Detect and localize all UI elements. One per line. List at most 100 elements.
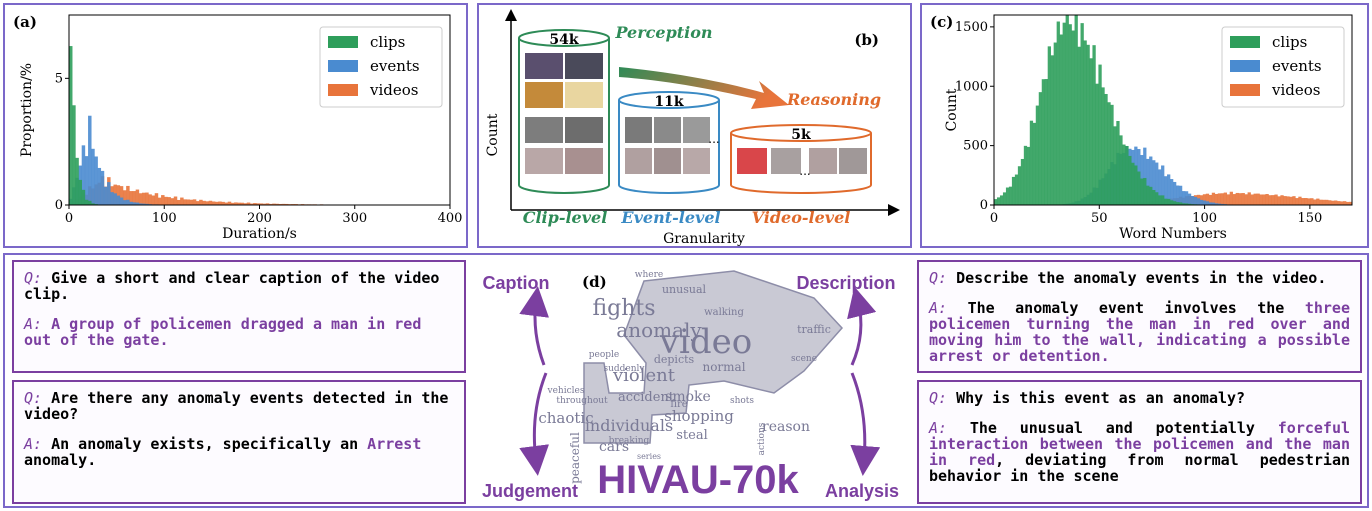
- videos-bar: [1223, 192, 1227, 205]
- clips-bar: [1083, 40, 1087, 205]
- events-bar: [1178, 185, 1183, 205]
- events-bar: [84, 156, 89, 205]
- videos-bar: [186, 199, 190, 205]
- clips-bar: [1125, 145, 1129, 205]
- videos-bar: [208, 200, 213, 205]
- videos-bar: [1292, 196, 1296, 205]
- videos-bar: [278, 203, 283, 205]
- clips-bar: [1175, 202, 1180, 205]
- clips-bar: [1059, 34, 1063, 206]
- videos-bar: [189, 199, 194, 205]
- videos-bar: [1349, 201, 1353, 205]
- clips-legend-swatch: [1230, 36, 1260, 48]
- events-bar: [88, 115, 92, 205]
- analysis-answer-pre: The unusual and potentially: [969, 419, 1255, 437]
- events-bar: [1211, 202, 1216, 205]
- judgement-answer-pre: An anomaly exists, specifically an: [51, 435, 359, 453]
- events-legend-swatch: [1230, 60, 1260, 72]
- y-axis-label: Count: [944, 88, 960, 131]
- videos-bar: [176, 199, 181, 205]
- videos-bar: [243, 203, 248, 205]
- x-tick-label: 100: [1192, 211, 1217, 226]
- videos-bar: [1298, 196, 1302, 205]
- analysis-question: Why is this event as an anomaly?: [956, 389, 1246, 407]
- clips-bar: [1119, 135, 1123, 205]
- events-bar: [1220, 203, 1225, 205]
- events-bar: [100, 170, 105, 205]
- panel-b-tag: (b): [854, 31, 879, 49]
- clips-bar: [1164, 198, 1168, 205]
- clips-bar: [1068, 24, 1072, 205]
- event-count: 11k: [654, 94, 683, 110]
- clips-bar: [1187, 203, 1192, 205]
- panel-b: Count Granularity (b) Perception Reasoni…: [477, 3, 912, 248]
- clips-bar: [88, 200, 92, 205]
- videos-bar: [1325, 199, 1329, 205]
- videos-bar: [196, 201, 200, 205]
- events-bar: [1146, 158, 1150, 205]
- y-tick-label: 5: [55, 71, 63, 86]
- videos-bar: [135, 189, 140, 205]
- events-bar: [1193, 196, 1198, 205]
- wordcloud-word: peaceful: [568, 432, 582, 484]
- videos-bar: [1274, 194, 1278, 205]
- videos-bar: [1253, 193, 1257, 205]
- reasoning-label: Reasoning: [786, 90, 881, 109]
- wordcloud: fightsanomalyvideodepictsnormalviolentac…: [538, 270, 831, 484]
- event-ellipsis: ...: [708, 132, 719, 146]
- clips-bar: [1086, 44, 1090, 205]
- videos-bar: [1313, 199, 1317, 205]
- events-bar: [1167, 174, 1171, 205]
- analysis-answer-detail: forceful interaction between the policem…: [929, 419, 1351, 469]
- perception-reasoning-arrow: [619, 67, 789, 109]
- clips-legend-label: clips: [370, 33, 405, 51]
- videos-bar: [259, 203, 263, 205]
- clips-bar: [78, 179, 82, 205]
- events-legend-swatch: [328, 60, 358, 72]
- events-bar: [94, 156, 98, 205]
- clips-bar: [1107, 102, 1111, 205]
- clips-bar: [1005, 187, 1010, 205]
- events-bar: [1158, 169, 1162, 205]
- events-bar: [110, 192, 114, 205]
- wordcloud-word: video: [659, 322, 752, 362]
- videos-bar: [180, 197, 184, 205]
- clips-bar: [1128, 155, 1132, 205]
- description-answer-detail: three policemen turning the man in red o…: [929, 299, 1350, 365]
- clips-bar: [1110, 104, 1114, 205]
- clips-bar: [1092, 45, 1096, 206]
- videos-bar: [1238, 193, 1242, 205]
- videos-bar: [1256, 193, 1260, 205]
- clips-bar: [1116, 121, 1120, 205]
- y-axis-label: Proportion/%: [19, 63, 35, 157]
- judgement-answer-post: anomaly.: [24, 451, 97, 469]
- wordcloud-word: suddenly: [603, 364, 645, 374]
- videos-bar: [1265, 194, 1269, 205]
- videos-bar: [1337, 201, 1341, 205]
- wordcloud-word: steal: [676, 428, 708, 443]
- events-bar: [1170, 179, 1174, 205]
- judgement-arrow: [519, 372, 550, 476]
- judgement-qa-box: Q: Are there any anomaly events detected…: [12, 380, 466, 504]
- clips-bar: [1044, 79, 1048, 205]
- clips-bar: [1152, 190, 1156, 205]
- videos-bar: [1250, 194, 1254, 205]
- events-bar: [1196, 198, 1201, 205]
- clips-bar: [1011, 176, 1016, 205]
- clips-bar: [72, 105, 76, 205]
- videos-bar: [145, 192, 149, 205]
- clips-bar: [1050, 55, 1054, 205]
- wordcloud-word: reason: [762, 419, 810, 435]
- clips-bar: [69, 46, 73, 205]
- events-bar: [1155, 162, 1159, 205]
- clips-bar: [1041, 79, 1046, 205]
- videos-bar: [1283, 196, 1287, 205]
- wordcloud-word: individuals: [585, 416, 673, 435]
- events-bar: [1190, 196, 1195, 205]
- clips-bar: [1137, 171, 1141, 205]
- x-tick-label: 0: [65, 211, 73, 226]
- videos-bar: [256, 203, 260, 205]
- clips-bar: [1017, 166, 1022, 205]
- events-bar: [1149, 156, 1153, 205]
